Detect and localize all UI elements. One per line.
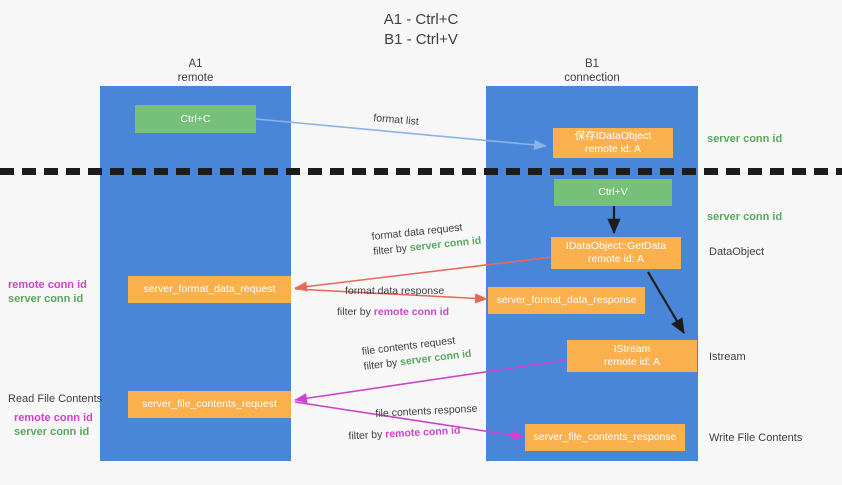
phase-divider: [0, 168, 842, 175]
edge-label-file-contents-response: file contents response filter by remote …: [348, 402, 479, 443]
label-write-file-contents: Write File Contents: [709, 432, 803, 444]
box-idataobject-getdata[interactable]: IDataObject::GetData remote id: A: [551, 237, 681, 269]
label-server-conn-id-upper: server conn id: [8, 293, 84, 305]
label-conn-ids-lower: remote conn id server conn id: [14, 411, 93, 439]
edge-label-format-list: format list: [372, 111, 420, 128]
label-server-conn-id-mid: server conn id: [707, 211, 783, 223]
box-server-file-contents-response[interactable]: server_file_contents_response: [525, 424, 685, 451]
lane-header-b1: B1 connection: [564, 58, 620, 84]
edge-label-format-data-response: format data response filter by remote co…: [337, 284, 449, 320]
filter-by-text: filter by: [348, 428, 386, 443]
keyword-remote-conn-id: remote conn id: [384, 424, 461, 441]
box-istream[interactable]: IStream remote id: A: [567, 340, 697, 372]
filter-by-text: filter by: [372, 242, 411, 258]
label-istream: Istream: [709, 351, 746, 363]
label-read-file-contents: Read File Contents: [8, 393, 103, 405]
edge-label-format-data-response-line2: filter by remote conn id: [337, 305, 449, 320]
edge-label-file-contents-request: file contents request filter by server c…: [361, 332, 472, 375]
box-ctrl-v[interactable]: Ctrl+V: [554, 179, 672, 206]
edge-label-format-data-request: format data request filter by server con…: [371, 219, 482, 260]
page-title: A1 - Ctrl+C B1 - Ctrl+V: [383, 11, 459, 48]
box-server-format-data-response[interactable]: server_format_data_response: [488, 287, 645, 314]
box-server-file-contents-request[interactable]: server_file_contents_request: [128, 391, 291, 418]
filter-by-text: filter by: [337, 306, 374, 318]
box-ctrl-c[interactable]: Ctrl+C: [135, 105, 256, 133]
label-remote-conn-id-upper: remote conn id: [8, 279, 87, 291]
label-remote-conn-id-lower: remote conn id: [14, 412, 93, 424]
label-dataobject: DataObject: [709, 246, 765, 258]
label-server-conn-id-lower: server conn id: [14, 426, 90, 438]
box-save-idataobject[interactable]: 保存IDataObject remote id: A: [553, 128, 673, 158]
keyword-remote-conn-id: remote conn id: [373, 306, 450, 318]
label-conn-ids-upper: remote conn id server conn id: [8, 278, 87, 306]
lane-header-a1: A1 remote: [177, 58, 214, 84]
edge-label-file-contents-response-line1: file contents response: [375, 402, 478, 420]
edge-label-file-contents-response-line2: filter by remote conn id: [348, 423, 479, 445]
label-server-conn-id-top: server conn id: [707, 133, 783, 145]
box-server-format-data-request[interactable]: server_format_data_request: [128, 276, 291, 303]
edge-label-format-data-response-line1: format data response: [345, 285, 445, 297]
filter-by-text: filter by: [362, 356, 401, 373]
